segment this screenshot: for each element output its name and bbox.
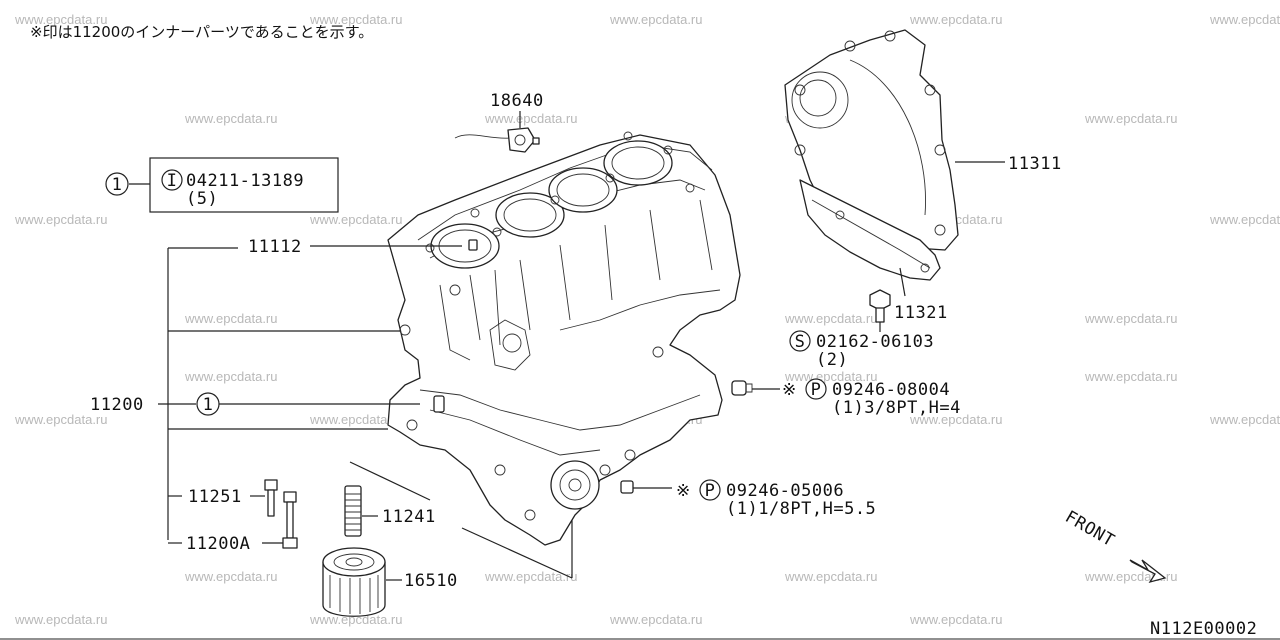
label-16510: 16510 (404, 571, 458, 591)
watermark: www.epcdata.ru (1084, 369, 1178, 384)
plug-a-spec: (1)3/8PT,H=4 (832, 398, 961, 418)
watermark: www.epcdata.ru (784, 569, 878, 584)
watermark: www.epcdata.ru (309, 212, 403, 227)
plug-a-callout: ※ P 09246-08004 (1)3/8PT,H=4 (782, 378, 961, 418)
leader-lines (129, 111, 1005, 581)
watermark: www.epcdata.ru (309, 12, 403, 27)
watermark: www.epcdata.ru (14, 12, 108, 27)
bolt-callout-prefix: S (795, 332, 806, 352)
watermark: www.epcdata.ru (1084, 111, 1178, 126)
callout-part-number: 04211-13189 (186, 171, 304, 191)
watermark: www.epcdata.ru (184, 369, 278, 384)
watermark: www.epcdata.ru (309, 412, 403, 427)
watermark: www.epcdata.ru (609, 12, 703, 27)
plug-b-spec: (1)1/8PT,H=5.5 (726, 499, 876, 519)
callout-prefix: I (167, 171, 178, 191)
bolt-quantity: (2) (816, 350, 848, 370)
watermark: www.epcdata.ru (14, 212, 108, 227)
watermark: www.epcdata.ru (184, 569, 278, 584)
label-11241: 11241 (382, 507, 436, 527)
watermark: www.epcdata.ru (484, 569, 578, 584)
watermark: www.epcdata.ru (1084, 311, 1178, 326)
plug-a-illustration (731, 380, 753, 396)
cap-bolts-illustration (264, 479, 298, 549)
label-11311: 11311 (1008, 154, 1062, 174)
watermark: www.epcdata.ru (784, 311, 878, 326)
watermark: www.epcdata.ru (784, 369, 878, 384)
callout-marker-number: 1 (203, 395, 214, 415)
stud-illustration (344, 485, 362, 537)
label-18640: 18640 (490, 91, 544, 111)
label-11251: 11251 (188, 487, 242, 507)
watermark: www.epcdata.ru (609, 612, 703, 627)
plug-b-callout: ※ P 09246-05006 (1)1/8PT,H=5.5 (676, 479, 876, 519)
front-label: FRONT (1062, 507, 1118, 551)
watermark: www.epcdata.ru (1209, 412, 1280, 427)
watermark: www.epcdata.ru (909, 612, 1003, 627)
watermark: www.epcdata.ru (14, 412, 108, 427)
watermark: www.epcdata.ru (309, 612, 403, 627)
watermark: www.epcdata.ru (184, 111, 278, 126)
front-arrow-icon (1129, 559, 1167, 584)
callout-quantity: (5) (186, 189, 218, 209)
label-11200A: 11200A (186, 534, 250, 554)
lower-plate-illustration (799, 179, 941, 281)
inner-parts-note: ※印は11200のインナーパーツであることを示す。 (30, 23, 373, 41)
label-11200: 11200 (90, 395, 144, 415)
plug-b-star: ※ (676, 481, 691, 501)
callout-circle-number: 1 (112, 175, 123, 195)
cylinder-block-illustration (387, 131, 741, 546)
watermark: www.epcdata.ru (909, 412, 1003, 427)
plug-b-part-number: 09246-05006 (726, 481, 844, 501)
label-11321: 11321 (894, 303, 948, 323)
plug-a-part-number: 09246-08004 (832, 380, 950, 400)
watermark: www.epcdata.ru (1209, 12, 1280, 27)
watermark: www.epcdata.ru (184, 311, 278, 326)
diagram-code: N112E00002 (1150, 619, 1257, 639)
watermark: www.epcdata.ru (909, 12, 1003, 27)
callout-1-box: 1 I 04211-13189 (5) (105, 157, 339, 213)
plug-a-prefix: P (811, 380, 822, 400)
bolt-part-number: 02162-06103 (816, 332, 934, 352)
knock-sensor-illustration (454, 127, 540, 153)
oil-filter-illustration (322, 547, 386, 617)
plug-a-star: ※ (782, 380, 797, 400)
label-11112: 11112 (248, 237, 302, 257)
plug-b-prefix: P (705, 481, 716, 501)
watermark: www.epcdata.ru (1209, 212, 1280, 227)
callout-1-marker: 1 (196, 392, 220, 416)
watermark: www.epcdata.ru (14, 612, 108, 627)
watermark: www.epcdata.ru (484, 111, 578, 126)
bolt-callout: S 02162-06103 (2) (789, 330, 934, 370)
plug-b-illustration (620, 480, 634, 494)
